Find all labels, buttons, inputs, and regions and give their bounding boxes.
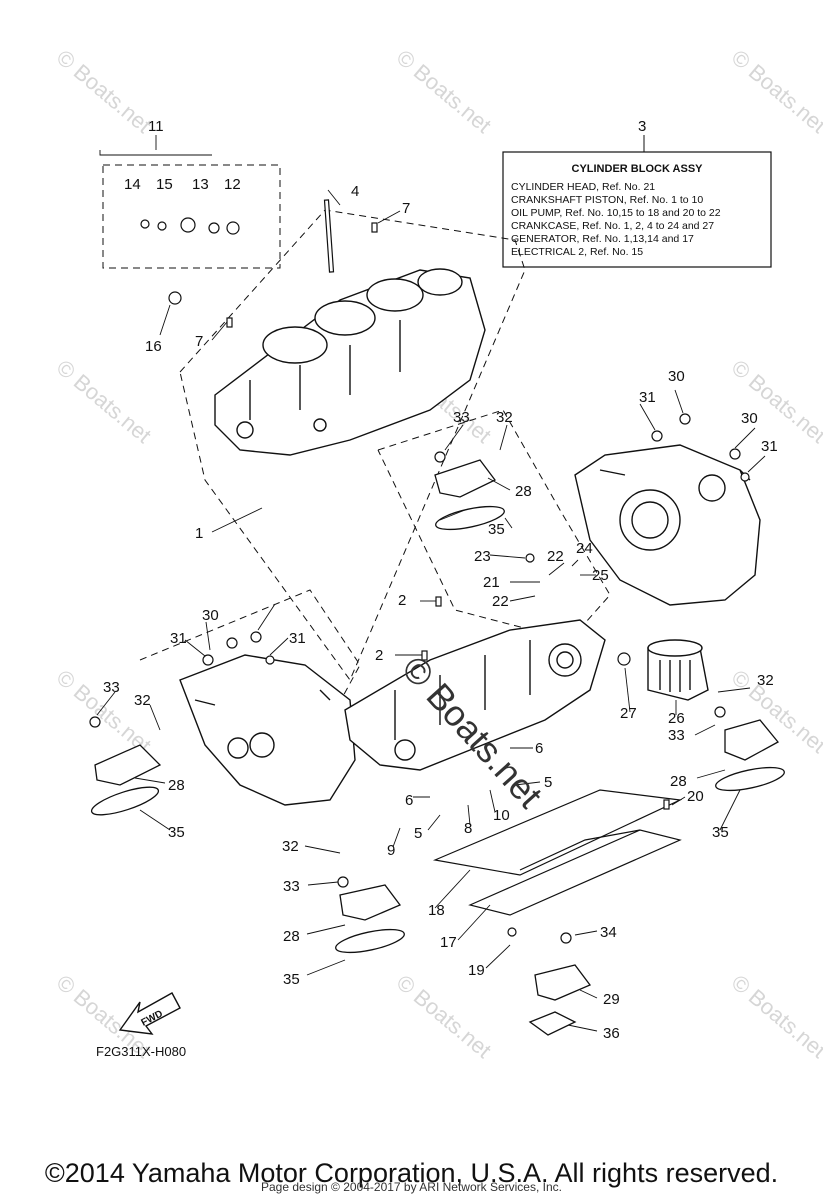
callout-label: 35 (168, 824, 185, 841)
watermark: © Boats.net (392, 45, 496, 138)
forward-direction-arrow-icon: FWD (118, 992, 181, 1035)
callout-label: 32 (134, 692, 151, 709)
callout-label: 6 (405, 792, 413, 809)
callout-label: 4 (351, 183, 359, 200)
callout-label: 16 (145, 338, 162, 355)
cylinder-block (214, 268, 486, 456)
callout-label: 28 (670, 773, 687, 790)
callout-label: 33 (283, 878, 300, 895)
callout-label: 31 (761, 438, 778, 455)
callout-label: 21 (483, 574, 500, 591)
oil-filter (647, 639, 709, 701)
callout-label: 27 (620, 705, 637, 722)
callout-label: 31 (639, 389, 656, 406)
callout-labels: 1 2 2 3 4 5 5 6 6 7 7 8 9 10 11 12 13 14… (103, 118, 778, 1042)
info-box-line: CRANKSHAFT PISTON, Ref. No. 1 to 10 (511, 194, 703, 206)
callout-label: 35 (283, 971, 300, 988)
callout-label: 32 (496, 409, 513, 426)
callout-label: 30 (668, 368, 685, 385)
generator-cover-left (179, 654, 356, 806)
watermark: © Boats.net (727, 970, 823, 1063)
callout-label: 18 (428, 902, 445, 919)
info-box-title: CYLINDER BLOCK ASSY (572, 163, 704, 175)
page-design-credit: Page design © 2004-2017 by ARI Network S… (260, 1180, 562, 1194)
callout-label: 1 (195, 525, 203, 542)
info-box-line: GENERATOR, Ref. No. 1,13,14 and 17 (511, 233, 694, 245)
callout-label: 36 (603, 1025, 620, 1042)
watermark: © Boats.net (727, 45, 823, 138)
callout-label: 28 (515, 483, 532, 500)
callout-label: 33 (103, 679, 120, 696)
callout-label: 30 (741, 410, 758, 427)
info-box-line: ELECTRICAL 2, Ref. No. 15 (511, 246, 643, 258)
callout-label: 25 (592, 567, 609, 584)
callout-label: 5 (414, 825, 422, 842)
copyright-notice: ©2014 Yamaha Motor Corporation, U.S.A. A… (44, 1158, 779, 1188)
small-parts (89, 199, 750, 944)
callout-label: 2 (375, 647, 383, 664)
callout-label: 24 (576, 540, 593, 557)
callout-label: 6 (535, 740, 543, 757)
watermark: © Boats.net (52, 355, 156, 448)
info-box-border (502, 151, 772, 268)
callout-label: 35 (712, 824, 729, 841)
callout-label: 12 (224, 176, 241, 193)
callout-label: 26 (668, 710, 685, 727)
callout-label: 32 (282, 838, 299, 855)
callout-label: 7 (195, 333, 203, 350)
engine-mounts (90, 459, 785, 1036)
callout-label: 28 (168, 777, 185, 794)
callout-label: 17 (440, 934, 457, 951)
leader-lines (96, 135, 766, 1032)
callout-label: 31 (170, 630, 187, 647)
info-box-line: CRANKCASE, Ref. No. 1, 2, 4 to 24 and 27 (511, 220, 714, 232)
callout-label: 33 (668, 727, 685, 744)
callout-label: 35 (488, 521, 505, 538)
info-box-line: CYLINDER HEAD, Ref. No. 21 (511, 181, 655, 193)
cylinder-block-assy-box: CYLINDER BLOCK ASSY CYLINDER HEAD, Ref. … (502, 135, 772, 268)
callout-label: 9 (387, 842, 395, 859)
callout-label: 34 (600, 924, 617, 941)
callout-label: 29 (603, 991, 620, 1008)
crankcase-lower (344, 619, 606, 771)
callout-label: 8 (464, 820, 472, 837)
callout-label: 31 (289, 630, 306, 647)
callout-label: 32 (757, 672, 774, 689)
watermark: © Boats.net (52, 45, 156, 138)
callout-label: 28 (283, 928, 300, 945)
watermark: © Boats.net (727, 355, 823, 448)
info-box-line: OIL PUMP, Ref. No. 10,15 to 18 and 20 to… (511, 207, 721, 219)
callout-label: 23 (474, 548, 491, 565)
callout-label: 19 (468, 962, 485, 979)
drawing-code: F2G311X-H080 (96, 1044, 186, 1059)
callout-label: 7 (402, 200, 410, 217)
callout-label: 22 (492, 593, 509, 610)
callout-label: 15 (156, 176, 173, 193)
callout-label: 14 (124, 176, 141, 193)
callout-label: 13 (192, 176, 209, 193)
callout-label: 30 (202, 607, 219, 624)
callout-label: 22 (547, 548, 564, 565)
callout-label: 11 (148, 118, 164, 135)
callout-label: 33 (453, 409, 470, 426)
callout-label: 10 (493, 807, 510, 824)
callout-label: 5 (544, 774, 552, 791)
generator-cover-right (574, 444, 761, 606)
oil-pan-gasket (432, 789, 683, 916)
callout-label: 2 (398, 592, 406, 609)
watermark: © Boats.net (392, 970, 496, 1063)
callout-label: 20 (687, 788, 704, 805)
callout-label: 3 (638, 118, 646, 135)
